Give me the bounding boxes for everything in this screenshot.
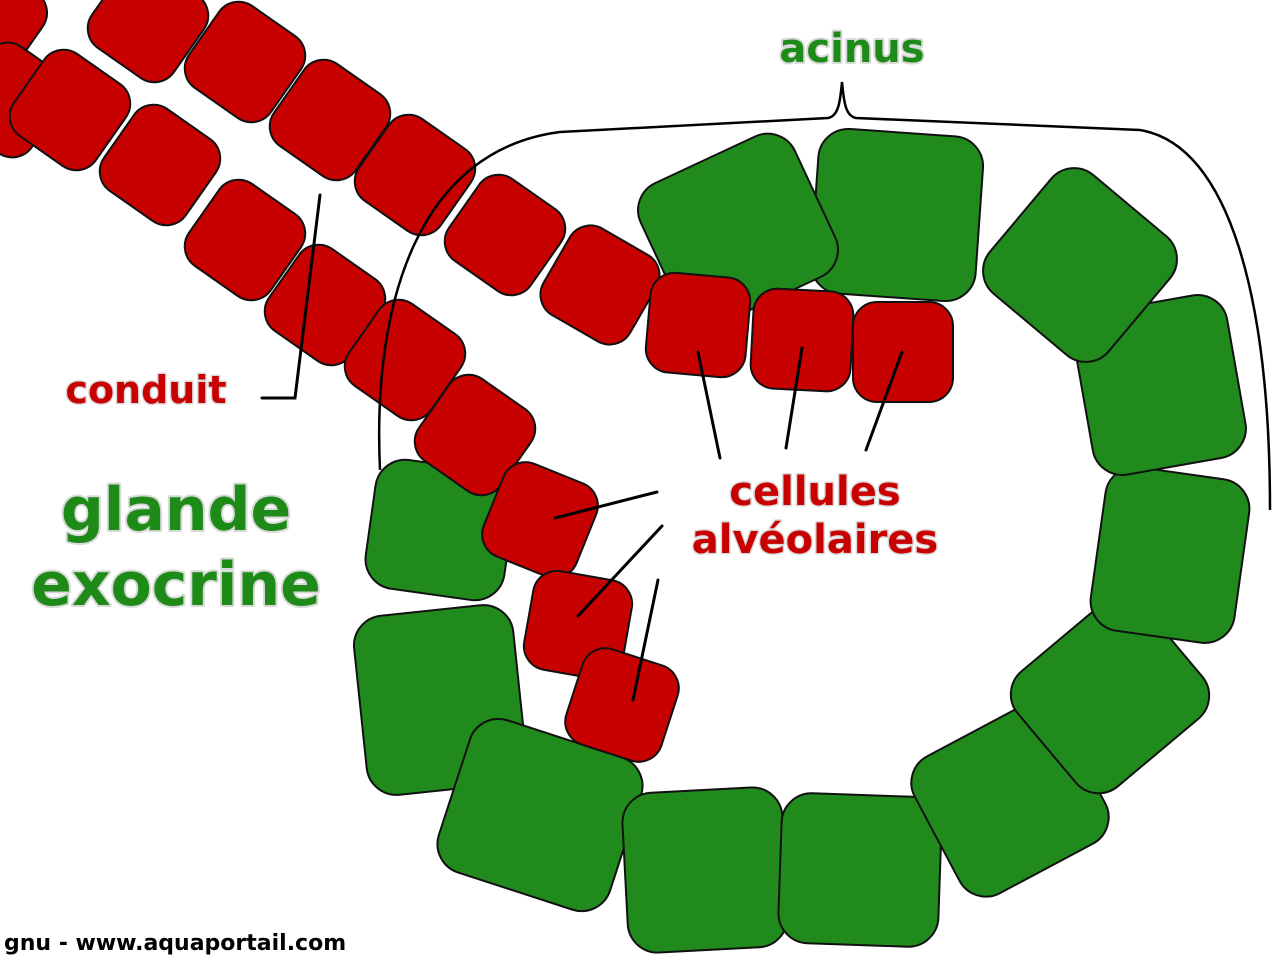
cell-leader-line-5 — [576, 524, 664, 618]
acinus-cells — [353, 127, 1251, 954]
duct-cell-11 — [183, 178, 307, 302]
cell-leader-line-6 — [631, 578, 660, 702]
duct-cell-9 — [8, 48, 132, 172]
credit-text: gnu - www.aquaportail.com — [4, 931, 346, 956]
duct-and-alveolar-cells — [0, 0, 954, 763]
duct-cell-17 — [564, 647, 680, 763]
duct-cell-6 — [443, 173, 567, 297]
alveolar-cells-label-line2: alvéolaires — [692, 517, 938, 563]
cell-leader-line-1 — [696, 350, 722, 460]
conduit-leader-line — [260, 193, 322, 400]
duct-cell-5 — [353, 113, 477, 237]
alveolar-cells-label-line1: cellules — [729, 469, 900, 515]
acinus-cell-10 — [982, 167, 1178, 363]
duct-cell-18 — [644, 271, 752, 379]
acinus-cell-4 — [621, 786, 789, 954]
gland-title-line2: exocrine — [31, 550, 321, 620]
acinus-cell-7 — [1009, 595, 1211, 795]
cell-leader-line-4 — [553, 490, 659, 520]
duct-cell-19 — [749, 287, 855, 393]
duct-cell-3 — [183, 0, 307, 124]
acinus-cell-5 — [777, 792, 943, 948]
acinus-cell-11 — [809, 127, 985, 303]
duct-cell-15 — [481, 461, 599, 579]
duct-cell-7 — [539, 224, 661, 346]
conduit-label: conduit — [65, 368, 226, 412]
acinus-cell-8 — [1089, 466, 1251, 644]
cell-leader-line-3 — [864, 350, 904, 452]
acinus-brace — [377, 81, 1272, 511]
duct-cell-10 — [98, 103, 222, 227]
duct-cell-2 — [86, 0, 210, 84]
cell-leader-line-2 — [784, 346, 804, 450]
duct-cell-4 — [268, 58, 392, 182]
acinus-label: acinus — [779, 26, 924, 72]
gland-title-line1: glande — [61, 475, 291, 545]
